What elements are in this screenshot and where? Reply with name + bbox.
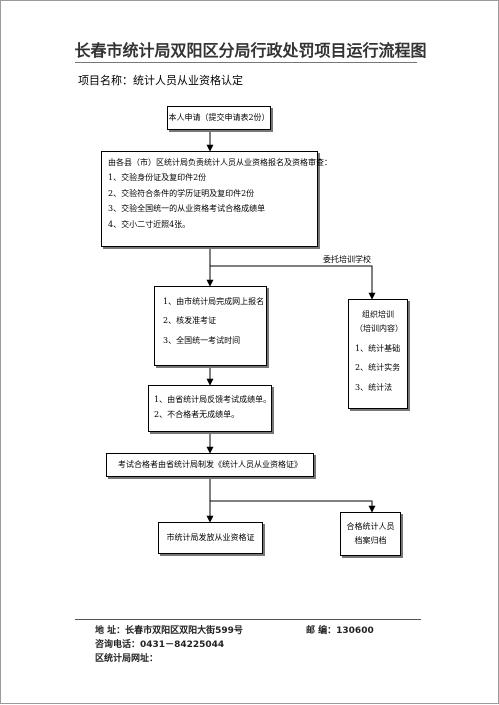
result-item-1: 1、由省统计局反馈考试成绩单。 bbox=[154, 395, 272, 404]
certify-text: 考试合格者由省统计局制发《统计人员从业资格证》 bbox=[118, 459, 302, 469]
footer-divider bbox=[75, 619, 421, 620]
address-value: 长春市双阳区双阳大街599号 bbox=[125, 626, 243, 636]
archive-line-2: 档案归档 bbox=[354, 536, 387, 545]
training-item-1: 1、统计基础 bbox=[355, 343, 401, 353]
review-heading: 由各县（市）区统计局负责统计人员从业资格报名及资格审查： bbox=[108, 158, 332, 167]
archive-line-1: 合格统计人员 bbox=[346, 521, 395, 531]
page-title: 长春市统计局双阳区分局行政处罚项目运行流程图 bbox=[74, 41, 427, 60]
issue-text: 市统计局发放从业资格证 bbox=[166, 532, 255, 542]
review-item-4: 4、交小二寸近照4张。 bbox=[108, 219, 191, 229]
step-review-box: 由各县（市）区统计局负责统计人员从业资格报名及资格审查： 1、交验身份证及复印件… bbox=[101, 151, 332, 247]
phone-label: 咨询电话： bbox=[95, 640, 141, 650]
website-label: 区统计局网址： bbox=[95, 654, 159, 664]
step-certify-box: 考试合格者由省统计局制发《统计人员从业资格证》 bbox=[106, 453, 314, 477]
training-title: 组织培训 bbox=[362, 310, 394, 319]
training-box: 组织培训 （培训内容） 1、统计基础 2、统计实务 3、统计法 bbox=[348, 299, 408, 409]
review-item-1: 1、交验身份证及复印件2份 bbox=[108, 173, 207, 183]
report-item-1: 1、由市统计局完成网上报名 bbox=[163, 297, 265, 306]
address-label: 地 址： bbox=[95, 626, 126, 636]
review-item-2: 2、交验符合条件的学历证明及复印件2份 bbox=[108, 188, 255, 198]
title-divider bbox=[75, 62, 417, 63]
step-apply-box: 本人申请（提交申请表2份） bbox=[167, 106, 271, 130]
arrow-to-archive bbox=[210, 500, 376, 513]
training-subtitle: （培训内容） bbox=[355, 324, 403, 334]
postcode-value: 130600 bbox=[336, 626, 374, 636]
postcode-label: 邮 编： bbox=[306, 626, 337, 636]
phone-value: 0431－84225044 bbox=[140, 640, 225, 650]
training-item-2: 2、统计实务 bbox=[355, 363, 401, 373]
project-name-label: 项目名称：统计人员从业资格认定 bbox=[78, 74, 243, 87]
result-item-2: 2、不合格者无成绩单。 bbox=[154, 410, 240, 420]
review-item-3: 3、交验全国统一的从业资格考试合格成绩单 bbox=[108, 204, 266, 214]
step-issue-box: 市统计局发放从业资格证 bbox=[158, 522, 263, 554]
arrow-to-training bbox=[210, 265, 376, 300]
report-item-2: 2、核发准考证 bbox=[163, 316, 217, 326]
report-item-3: 3、全国统一考试时间 bbox=[163, 335, 241, 345]
archive-box: 合格统计人员 档案归档 bbox=[340, 512, 401, 556]
training-item-3: 3、统计法 bbox=[355, 382, 393, 392]
step-result-box: 1、由省统计局反馈考试成绩单。 2、不合格者无成绩单。 bbox=[148, 385, 272, 432]
entrust-training-label: 委托培训学校 bbox=[323, 255, 371, 264]
step-apply-text: 本人申请（提交申请表2份） bbox=[168, 112, 270, 122]
step-report-box: 1、由市统计局完成网上报名 2、核发准考证 3、全国统一考试时间 bbox=[154, 286, 267, 366]
